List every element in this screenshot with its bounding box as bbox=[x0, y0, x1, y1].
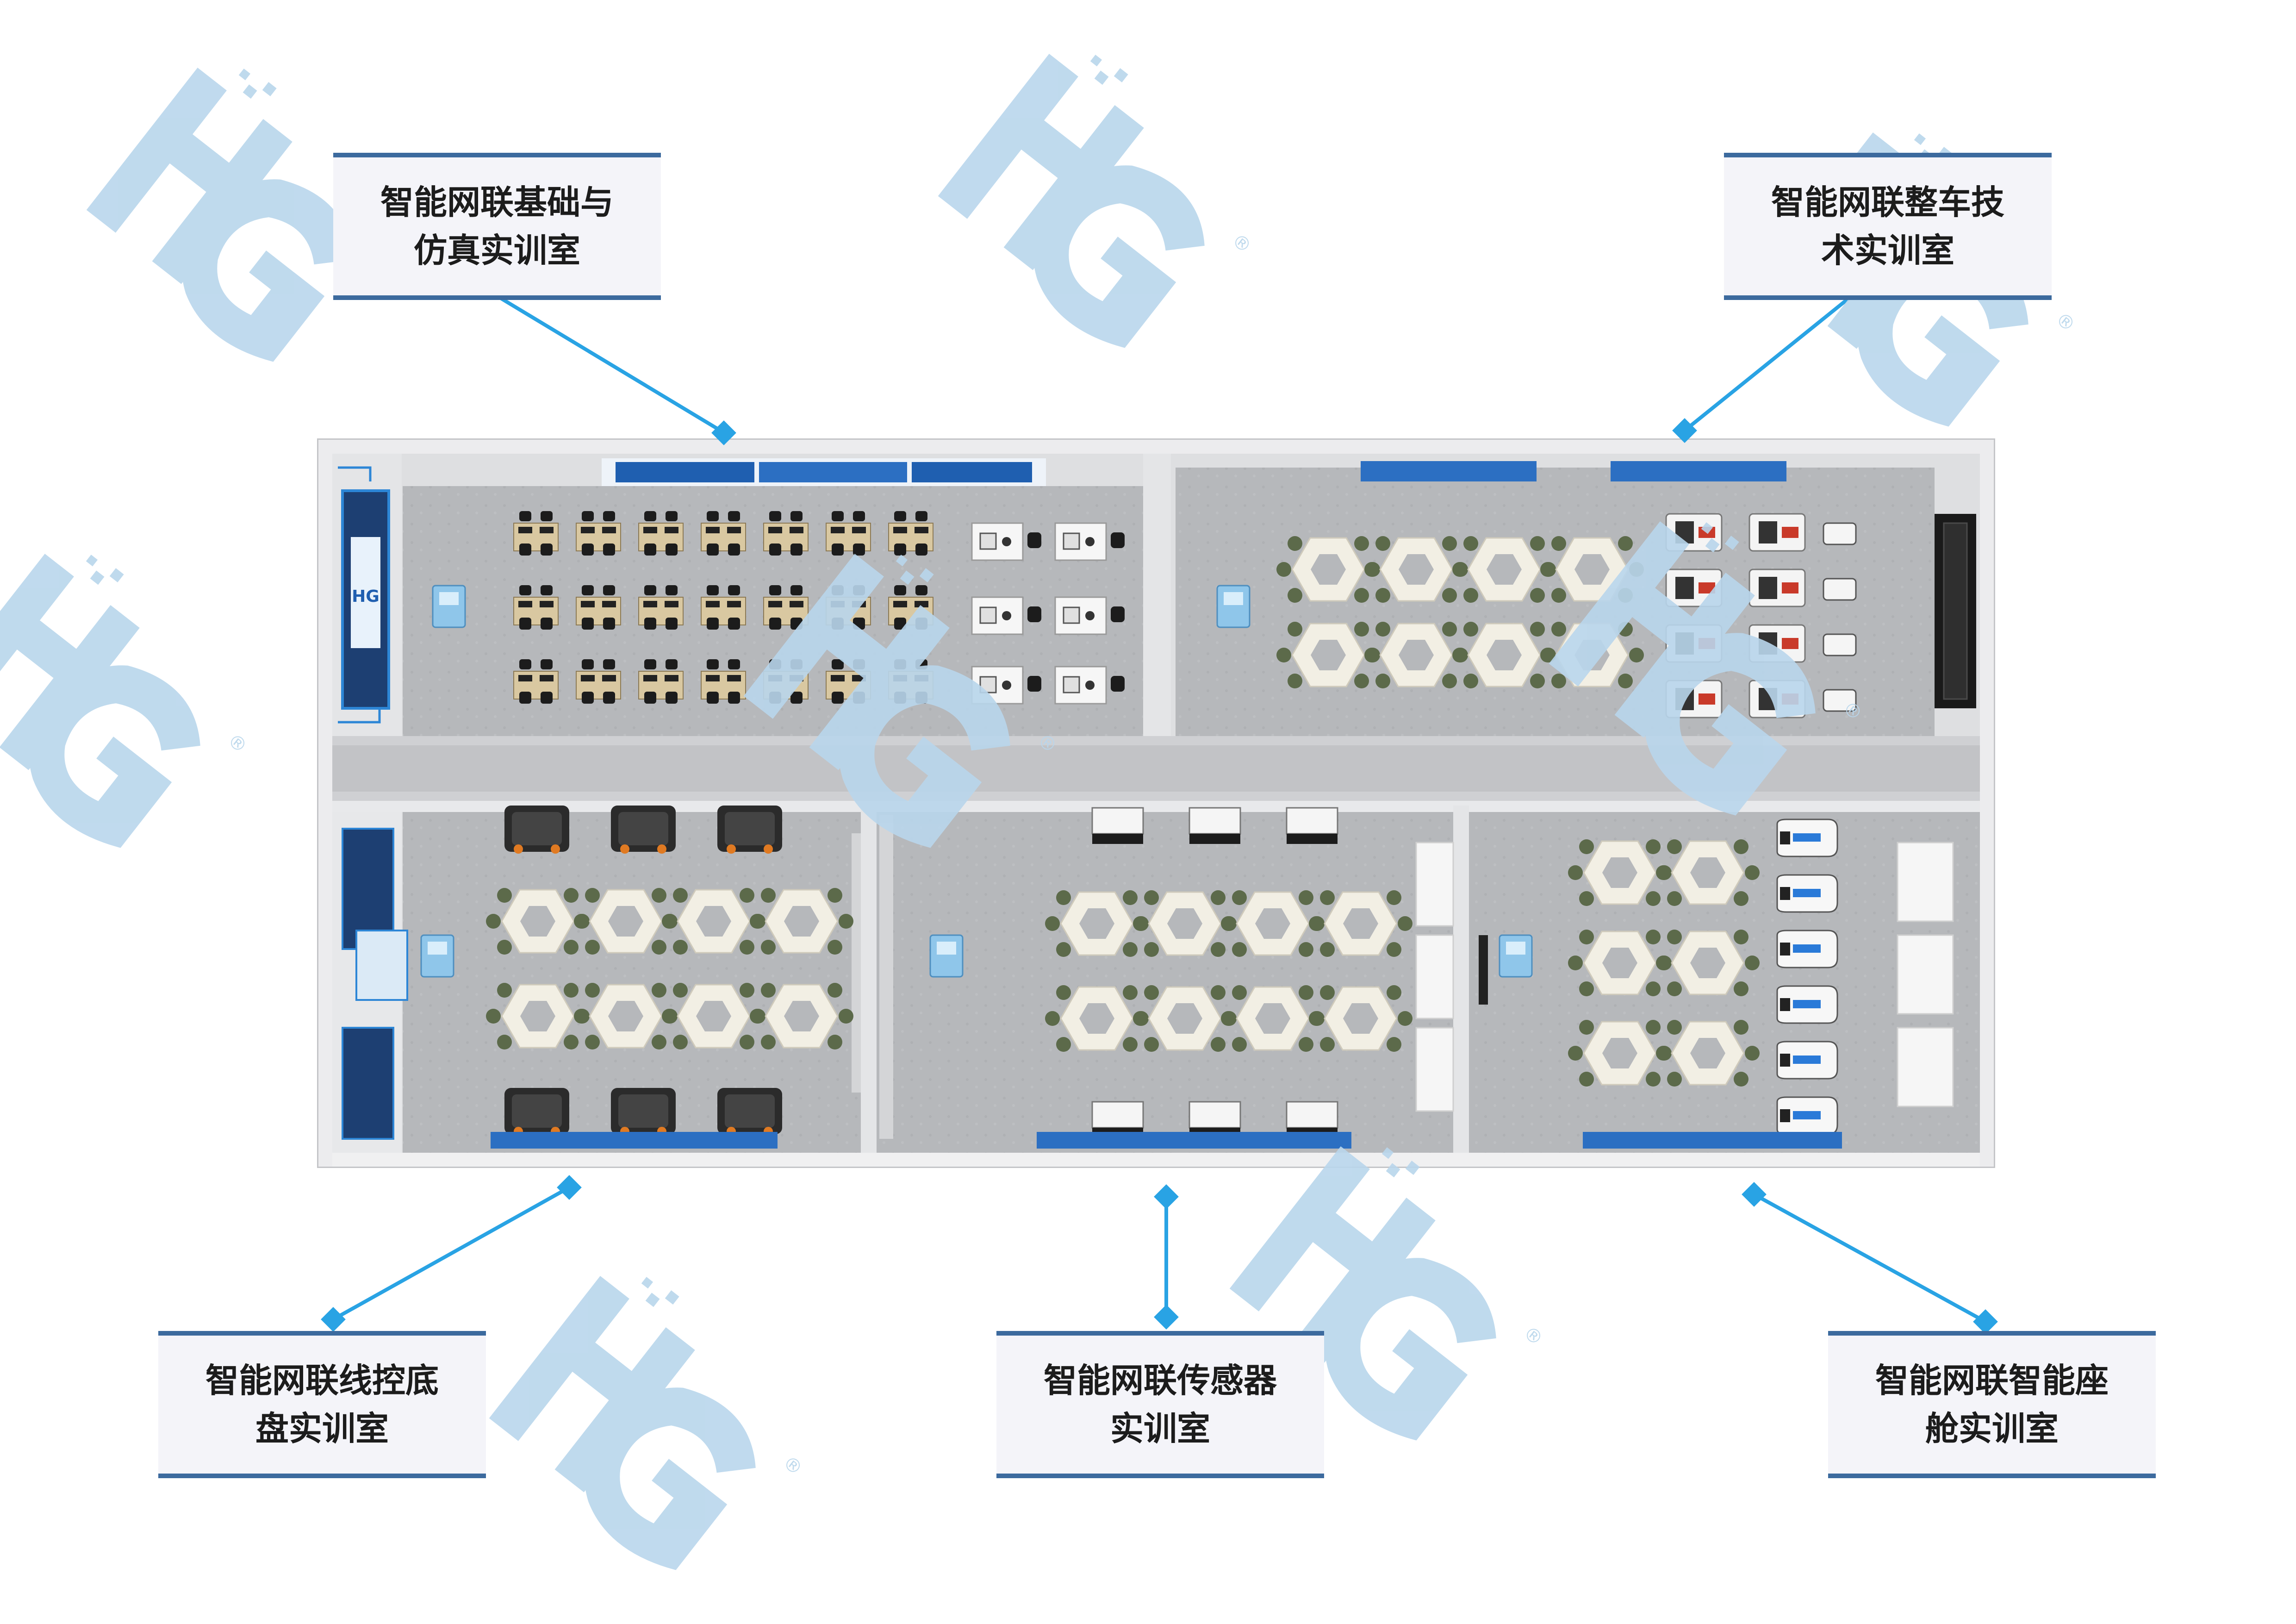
room-smart-cockpit bbox=[1469, 812, 1980, 1153]
label-wire-control-chassis-room: 智能网联线控底 盘实训室 bbox=[158, 1331, 486, 1478]
room-wire-control-chassis bbox=[332, 806, 861, 1153]
vehicle-test-stands bbox=[1665, 513, 1857, 718]
label-basic-simulation-room: 智能网联基础与 仿真实训室 bbox=[333, 153, 661, 300]
label-text: 智能网联线控底 盘实训室 bbox=[205, 1361, 439, 1448]
room-vehicle-technology bbox=[1176, 461, 1976, 736]
group-tables bbox=[1567, 838, 1761, 1087]
floor-plan: HG bbox=[317, 438, 1995, 1168]
label-text: 智能网联传感器 实训室 bbox=[1043, 1361, 1277, 1448]
label-sensor-room: 智能网联传感器 实训室 bbox=[996, 1331, 1324, 1478]
label-text: 智能网联整车技 术实训室 bbox=[1771, 183, 2004, 270]
svg-text:HG: HG bbox=[352, 587, 380, 606]
label-smart-cockpit-room: 智能网联智能座 舱实训室 bbox=[1828, 1331, 2156, 1478]
room-sensor bbox=[877, 807, 1454, 1153]
label-text: 智能网联智能座 舱实训室 bbox=[1875, 1361, 2109, 1448]
label-vehicle-technology-room: 智能网联整车技 术实训室 bbox=[1724, 153, 2052, 300]
label-text: 智能网联基础与 仿真实训室 bbox=[380, 183, 614, 270]
leader-lines bbox=[321, 294, 1998, 1334]
